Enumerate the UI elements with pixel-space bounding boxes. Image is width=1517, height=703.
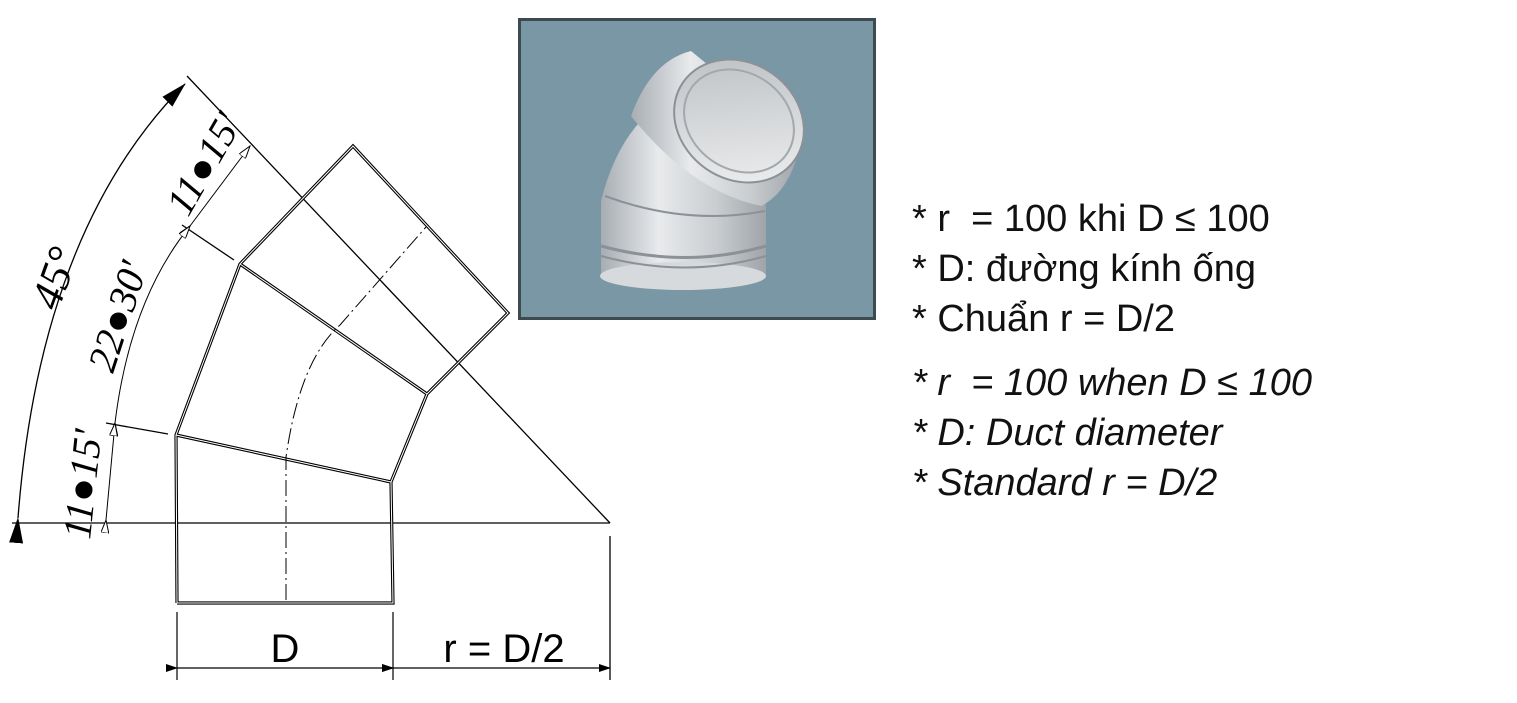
note-vi-diameter: * D: đường kính ống <box>912 248 1257 290</box>
center-line <box>285 226 427 600</box>
note-en-standard: * Standard r = D/2 <box>912 462 1218 504</box>
notes-vietnamese: * r = 100 khi D ≤ 100 * D: đường kính ốn… <box>912 194 1270 344</box>
diameter-label: D <box>271 627 300 671</box>
notes-english: * r = 100 when D ≤ 100 * D: Duct diamete… <box>912 358 1312 508</box>
segment-angle-arcs <box>106 146 250 520</box>
note-en-diameter: * D: Duct diameter <box>912 412 1223 454</box>
elbow-outline <box>174 143 511 605</box>
angle-label-45: 45° <box>21 241 88 316</box>
note-en-radius-rule: * r = 100 when D ≤ 100 <box>912 362 1313 404</box>
note-vi-standard: * Chuẩn r = D/2 <box>912 298 1175 340</box>
note-vi-radius-rule: * r = 100 khi D ≤ 100 <box>912 198 1270 240</box>
angle-label-middle-segment: 22●30' <box>79 254 157 376</box>
radius-label: r = D/2 <box>443 627 564 671</box>
product-photo <box>518 18 876 320</box>
dimension-lines <box>166 612 611 680</box>
duct-elbow-image <box>600 51 805 290</box>
angle-arc-45 <box>9 83 186 544</box>
